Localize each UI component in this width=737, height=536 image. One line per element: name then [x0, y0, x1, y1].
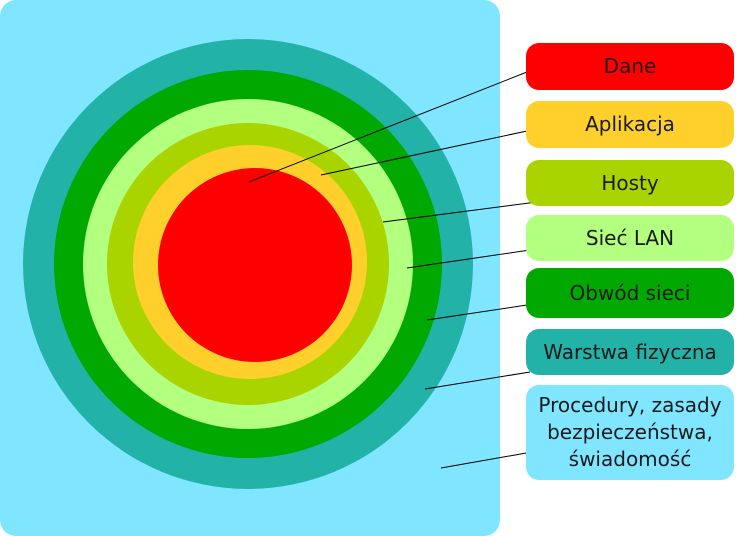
label-aplikacja: Aplikacja: [526, 101, 734, 148]
label-hosty-text: Hosty: [601, 170, 659, 195]
label-obwod-sieci: Obwód sieci: [526, 268, 734, 318]
label-hosty: Hosty: [526, 160, 734, 206]
label-warstwa-fizyczna: Warstwa fizyczna: [526, 329, 734, 375]
leader-line-obwod-sieci: [426, 304, 528, 321]
label-procedury-text: Procedury, zasady bezpieczeństwa, świado…: [538, 393, 722, 471]
label-dane: Dane: [526, 43, 734, 90]
leader-line-dane: [248, 71, 528, 183]
leader-line-procedury: [440, 451, 533, 469]
leader-line-aplikacja: [320, 130, 528, 176]
ring-dane: [158, 168, 352, 362]
leader-line-siec-lan: [406, 249, 531, 269]
label-obwod-sieci-text: Obwód sieci: [569, 280, 691, 305]
label-aplikacja-text: Aplikacja: [585, 112, 675, 136]
label-procedury: Procedury, zasady bezpieczeństwa, świado…: [526, 385, 734, 480]
label-siec-lan: Sieć LAN: [526, 215, 734, 261]
label-dane-text: Dane: [603, 54, 657, 78]
leader-line-warstwa-fizyczna: [424, 371, 531, 390]
label-warstwa-fizyczna-text: Warstwa fizyczna: [543, 339, 717, 364]
label-siec-lan-text: Sieć LAN: [585, 225, 675, 250]
leader-line-hosty: [382, 201, 538, 223]
